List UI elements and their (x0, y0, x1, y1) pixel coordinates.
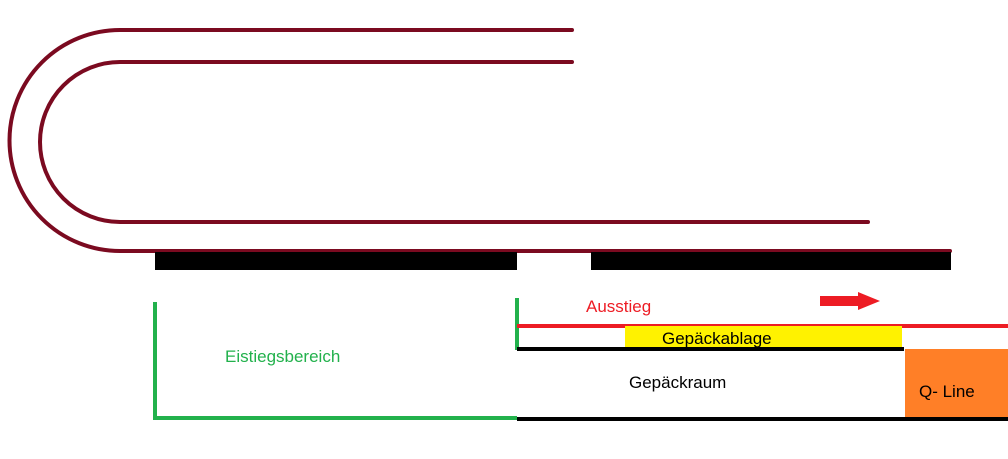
track-outer-loop (7, 28, 952, 253)
entry-area-outline (153, 302, 517, 420)
exit-label: Ausstieg (586, 297, 651, 316)
track (7, 28, 952, 253)
platform-left (155, 252, 517, 270)
luggage-room-label: Gepäckraum (629, 373, 726, 392)
qline-label: Q- Line (919, 382, 975, 401)
platform-right (591, 252, 951, 270)
track-inner-loop (38, 60, 870, 224)
arrow-right-icon (820, 292, 880, 310)
luggage-shelf-label: Gepäckablage (662, 329, 772, 348)
qline-box (905, 349, 1008, 417)
luggage-shelf (625, 326, 902, 349)
entry-area-label: Eistiegsbereich (225, 347, 340, 366)
